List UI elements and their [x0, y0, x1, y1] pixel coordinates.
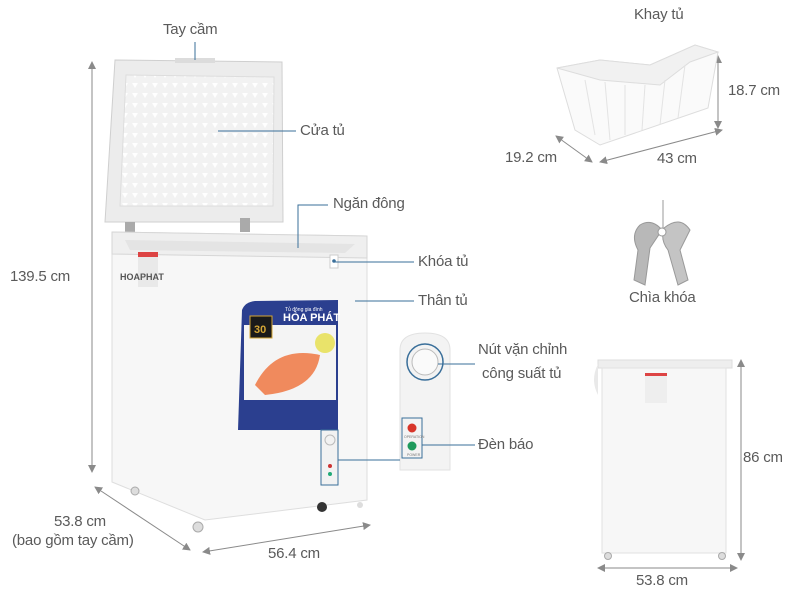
label-body: Thân tủ [418, 292, 468, 309]
dim-width: 56.4 cm [268, 545, 320, 562]
dim-basket-width: 43 cm [657, 150, 697, 167]
control-panel-closeup: OPERATION POWER [399, 332, 451, 471]
warranty-badge: 30 [254, 324, 266, 336]
dim-depth-note: (bao gồm tay cầm) [12, 532, 134, 549]
label-door: Cửa tủ [300, 122, 345, 139]
operation-text: OPERATION [404, 435, 425, 439]
leader-lines [194, 42, 475, 461]
side-view-image [594, 359, 733, 560]
freezer-body: HOAPHAT 30 HÒA PHÁT Tủ đông gia đình [111, 231, 368, 533]
keys-image [633, 200, 691, 286]
sticker-caption: Tủ đông gia đình [285, 306, 323, 313]
label-basket: Khay tủ [634, 6, 684, 23]
label-knob-1: Nút vặn chỉnh [478, 341, 568, 358]
label-knob-2: công suất tủ [482, 365, 562, 382]
dim-depth: 53.8 cm [54, 513, 106, 530]
basket-image [556, 44, 720, 146]
dim-basket-height: 18.7 cm [728, 82, 780, 99]
dim-side-width: 53.8 cm [636, 572, 688, 589]
freezer-lid [104, 58, 284, 236]
handle [175, 58, 215, 63]
dim-height: 139.5 cm [10, 268, 71, 285]
label-freezer-compartment: Ngăn đông [333, 195, 405, 212]
power-text: POWER [407, 453, 421, 457]
dim-basket-depth: 19.2 cm [505, 149, 557, 166]
dimension-arrows [88, 55, 745, 572]
label-lock: Khóa tủ [418, 253, 469, 270]
sticker-brand: HÒA PHÁT [283, 311, 340, 324]
dim-side-height: 86 cm [743, 449, 783, 466]
brand-logo: HOAPHAT [120, 272, 164, 282]
label-indicator: Đèn báo [478, 436, 534, 453]
label-handle: Tay cầm [163, 21, 218, 38]
label-keys: Chìa khóa [629, 289, 696, 306]
